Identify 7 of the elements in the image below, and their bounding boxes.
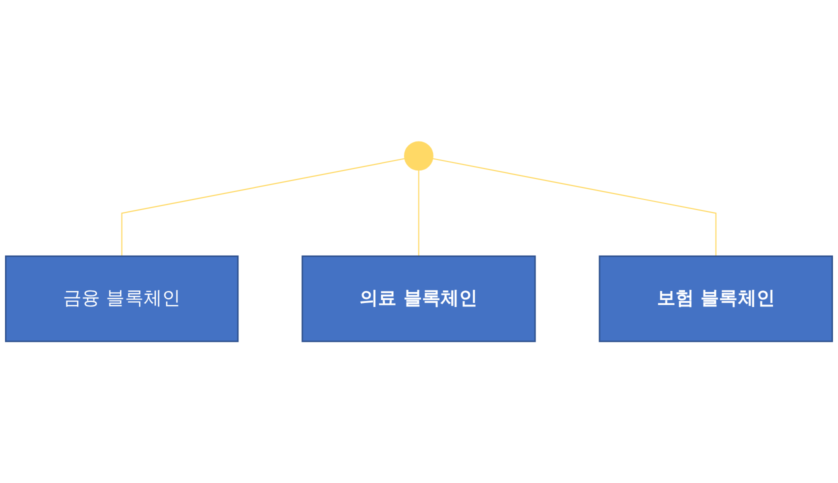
node-box: 의료 블록체인 [302, 255, 536, 342]
node-box: 보험 블록체인 [598, 255, 833, 342]
connector [418, 170, 420, 256]
node-box: 금융 블록체인 [5, 255, 239, 342]
connector [121, 158, 405, 256]
connector [432, 158, 716, 256]
node-circle [404, 141, 434, 171]
